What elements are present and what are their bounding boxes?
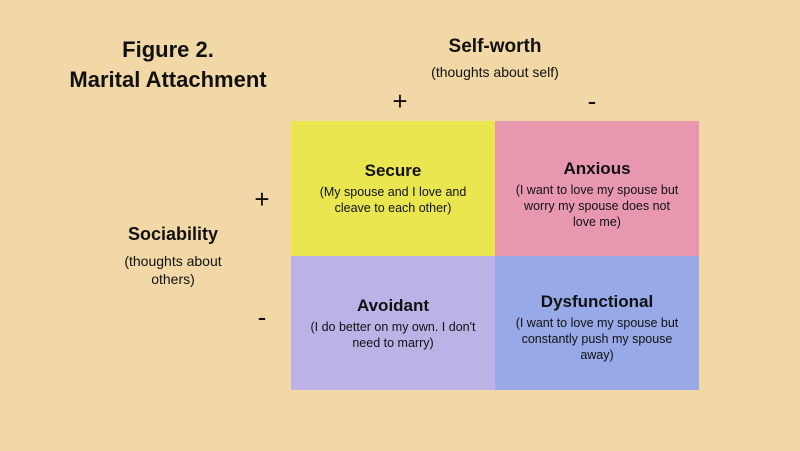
quadrant-description: (My spouse and I love and cleave to each…: [319, 185, 467, 215]
quadrant-title: Anxious: [563, 159, 631, 178]
figure-title-line1: Figure 2.: [122, 37, 214, 62]
y-axis-sublabel-1: (thoughts about: [124, 253, 222, 269]
x-axis-minus: -: [587, 86, 597, 116]
quadrant-title: Dysfunctional: [540, 292, 654, 311]
figure-title-line2: Marital Attachment: [69, 67, 267, 92]
quadrant-avoidant: Avoidant (I do better on my own. I don't…: [291, 256, 495, 390]
y-axis-sublabel-2: others): [151, 271, 195, 287]
y-axis-label: Sociability: [127, 224, 219, 244]
x-axis-plus: +: [392, 86, 408, 116]
quadrant-description: (I want to love my spouse but constantly…: [515, 316, 679, 362]
quadrant-title: Avoidant: [356, 295, 430, 315]
quadrant-description: (I do better on my own. I don't need to …: [310, 319, 476, 350]
quadrant-anxious: Anxious (I want to love my spouse but wo…: [495, 121, 699, 256]
x-axis-sublabel: (thoughts about self): [431, 64, 559, 80]
y-axis-minus: -: [257, 302, 267, 332]
quadrant-description: (I want to love my spouse but worry my s…: [515, 183, 679, 229]
quadrant-title: Secure: [364, 161, 422, 180]
x-axis-label: Self-worth: [448, 36, 542, 57]
quadrant-dysfunctional: Dysfunctional (I want to love my spouse …: [495, 256, 699, 390]
y-axis-plus: +: [254, 184, 270, 214]
quadrant-secure: Secure (My spouse and I love and cleave …: [291, 121, 495, 256]
